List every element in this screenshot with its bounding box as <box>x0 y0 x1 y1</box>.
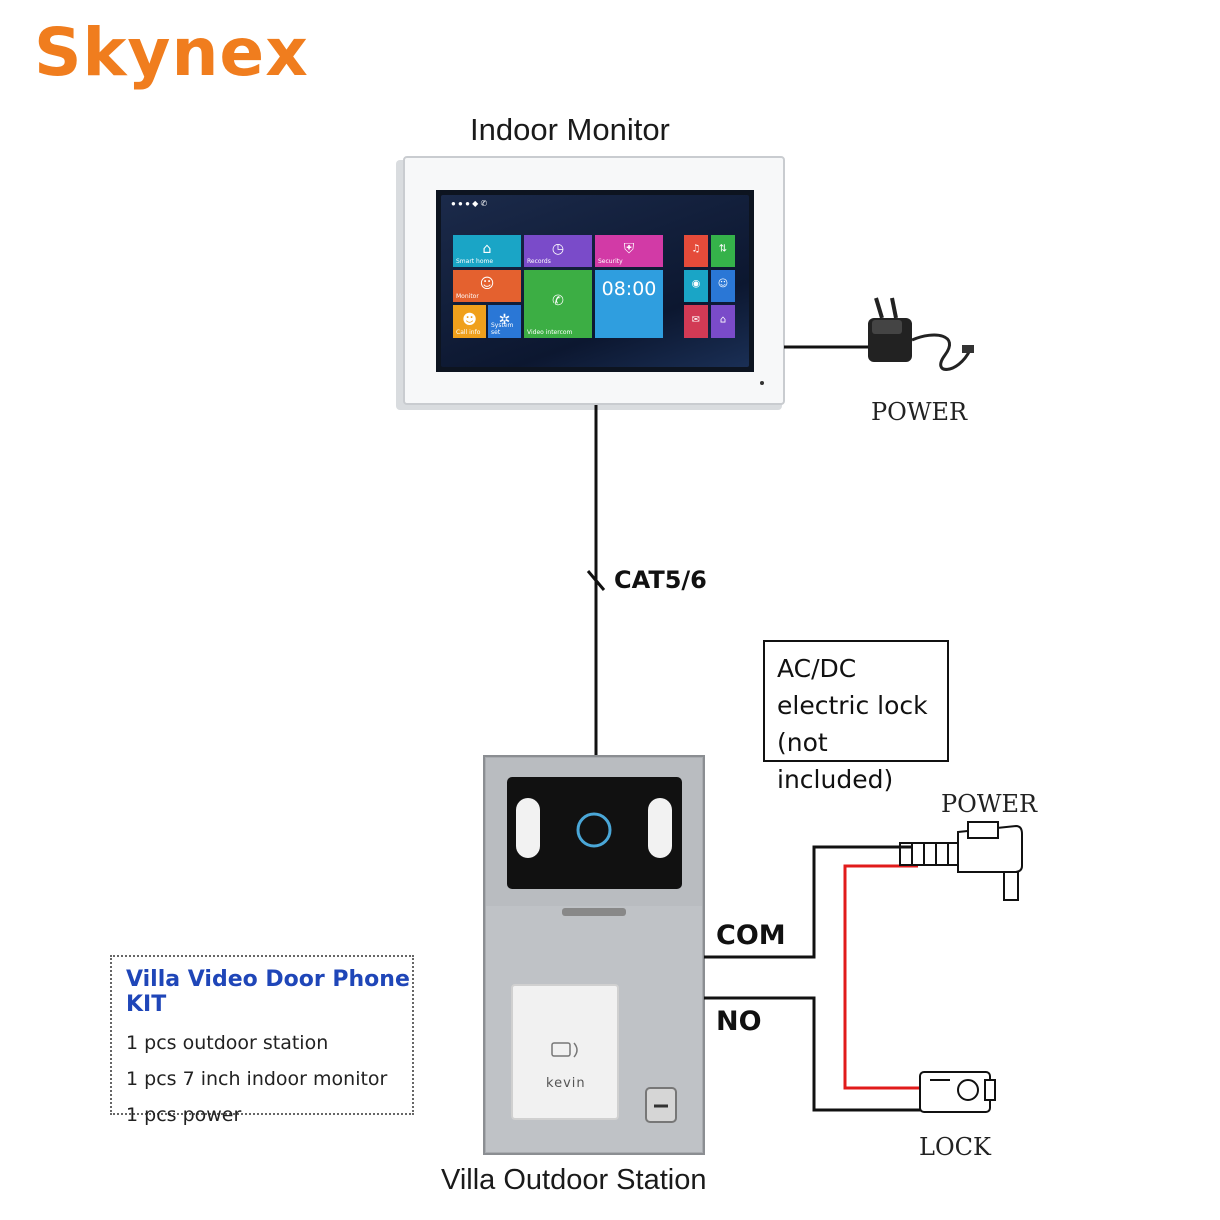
outdoor-station-title: Villa Outdoor Station <box>441 1164 707 1196</box>
kit-item: 1 pcs power <box>126 1104 242 1126</box>
indoor-monitor-led <box>760 381 764 385</box>
lock-note-line-2: electric lock <box>777 691 928 720</box>
camera-lens <box>576 812 612 848</box>
tile-clock: 08:00 <box>595 270 663 338</box>
cable-label: CAT5/6 <box>614 566 707 594</box>
kit-contents-box: Villa Video Door Phone KIT 1 pcs outdoor… <box>110 955 414 1126</box>
tile-security[interactable]: ⛨Security <box>595 235 663 267</box>
tile-system-set[interactable]: ✲System set <box>488 305 521 338</box>
power-adapter-icon <box>868 297 974 371</box>
cable-slash <box>586 570 606 591</box>
tile-message[interactable]: ☺ <box>711 270 735 302</box>
kit-title: Villa Video Door Phone KIT <box>126 967 410 1017</box>
kit-item: 1 pcs 7 inch indoor monitor <box>126 1068 388 1090</box>
card-label: kevin <box>546 1076 586 1091</box>
tile-right-monitor[interactable]: ◉ <box>684 270 708 302</box>
tile-message-2[interactable]: ✉ <box>684 305 708 338</box>
right-light <box>648 798 672 858</box>
camera-panel <box>507 777 682 889</box>
kit-item: 1 pcs outdoor station <box>126 1032 329 1054</box>
brand-logo: Skynex <box>34 14 309 91</box>
no-wire <box>704 996 922 1112</box>
electric-lock-icon <box>919 1071 996 1113</box>
no-label: NO <box>716 1006 762 1037</box>
tile-smart-home[interactable]: ⌂Smart home <box>453 235 521 267</box>
power-plug-icon <box>899 821 1023 901</box>
speaker-grille <box>562 908 626 916</box>
lock-note-box: AC/DC electric lock (not included) <box>763 640 949 794</box>
indoor-monitor-title: Indoor Monitor <box>470 112 670 147</box>
rfid-card-area <box>511 984 619 1120</box>
rfid-icon <box>551 1042 578 1058</box>
com-label: COM <box>716 920 786 951</box>
monitor-screen: ● ● ● ◆ ✆ ⌂Smart home ◷Records ⛨Security… <box>441 195 749 367</box>
tile-video-intercom[interactable]: ✆Video intercom <box>524 270 592 338</box>
status-icons: ● ● ● ◆ ✆ <box>451 199 488 208</box>
tile-safe[interactable]: ⌂ <box>711 305 735 338</box>
power-adapter-label: POWER <box>871 398 968 426</box>
lock-note-line-3: (not included) <box>777 728 894 794</box>
tile-call-info[interactable]: ☻Call info <box>453 305 486 338</box>
tile-call-lift[interactable]: ⇅ <box>711 235 735 267</box>
power-plug-label: POWER <box>941 790 1038 818</box>
lock-note-line-1: AC/DC <box>777 654 857 683</box>
tile-records[interactable]: ◷Records <box>524 235 592 267</box>
tile-monitor[interactable]: ☺Monitor <box>453 270 521 302</box>
lock-label: LOCK <box>919 1133 991 1161</box>
left-light <box>516 798 540 858</box>
com-wire <box>704 845 912 959</box>
tile-silent[interactable]: ♫ <box>684 235 708 267</box>
red-wire <box>843 864 922 1090</box>
